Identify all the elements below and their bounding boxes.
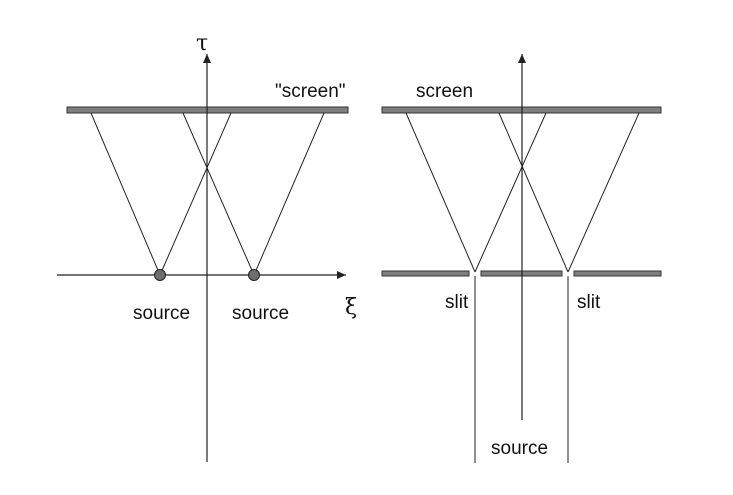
- right-ray: [498, 112, 569, 273]
- left-ray: [90, 112, 161, 276]
- left-diagram: τ ξ "screen" source source: [57, 31, 357, 462]
- right-ray: [474, 112, 547, 273]
- slit-barrier-right: [573, 270, 662, 277]
- left-ray: [182, 112, 255, 276]
- source-label-right: source: [232, 303, 289, 324]
- slit-label-right: slit: [577, 292, 601, 313]
- right-ray: [405, 112, 476, 273]
- source-dot-right: [248, 269, 260, 281]
- left-ray: [159, 112, 232, 276]
- xi-axis-label: ξ: [345, 295, 357, 320]
- right-screen-label: screen: [416, 81, 473, 102]
- source-label-left: source: [133, 303, 190, 324]
- tau-axis-label: τ: [196, 31, 208, 56]
- source-dot-left: [154, 269, 166, 281]
- right-ray: [567, 112, 640, 273]
- slit-label-left: slit: [445, 292, 469, 313]
- slit-barrier-left: [381, 270, 470, 277]
- right-source-label: source: [491, 438, 548, 459]
- left-ray: [253, 112, 325, 276]
- right-diagram: screen slit slit source: [381, 54, 662, 463]
- left-screen-label: "screen": [275, 81, 346, 102]
